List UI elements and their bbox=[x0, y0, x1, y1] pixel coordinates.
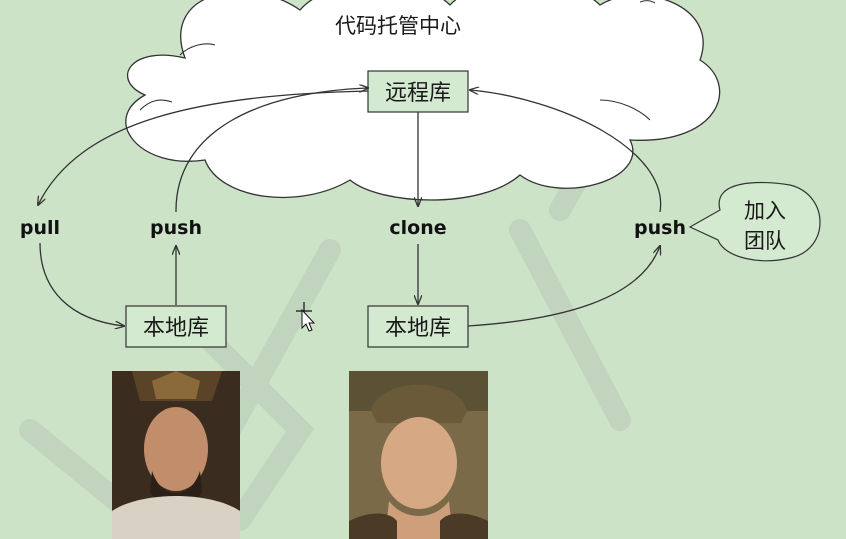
join-team-callout bbox=[688, 181, 821, 262]
arrow-remote-to-pull bbox=[38, 90, 369, 205]
pull-label: pull bbox=[20, 217, 60, 239]
right-person-photo bbox=[349, 371, 488, 539]
right-person-figure bbox=[349, 371, 488, 539]
local-repo-right-label: 本地库 bbox=[385, 316, 451, 341]
clone-label: clone bbox=[389, 217, 446, 239]
arrow-pull-to-local bbox=[39, 242, 124, 326]
local-repo-left-label: 本地库 bbox=[143, 316, 209, 341]
left-person-figure bbox=[112, 371, 240, 539]
join-team-line1: 加入 bbox=[744, 199, 786, 223]
left-person-photo bbox=[112, 371, 240, 539]
join-team-line2: 团队 bbox=[744, 229, 786, 253]
remote-repo-label: 远程库 bbox=[385, 81, 451, 106]
local-repo-left-box bbox=[125, 305, 227, 348]
arrow-push-right-to-remote bbox=[470, 90, 662, 213]
arrow-local-to-push-right bbox=[467, 246, 660, 327]
cursor-icon bbox=[296, 302, 316, 332]
arrow-push-left-to-remote bbox=[175, 88, 368, 213]
push-left-label: push bbox=[150, 217, 202, 239]
cloud-title: 代码托管中心 bbox=[335, 14, 461, 38]
local-repo-right-box bbox=[367, 305, 469, 348]
push-right-label: push bbox=[634, 217, 686, 239]
